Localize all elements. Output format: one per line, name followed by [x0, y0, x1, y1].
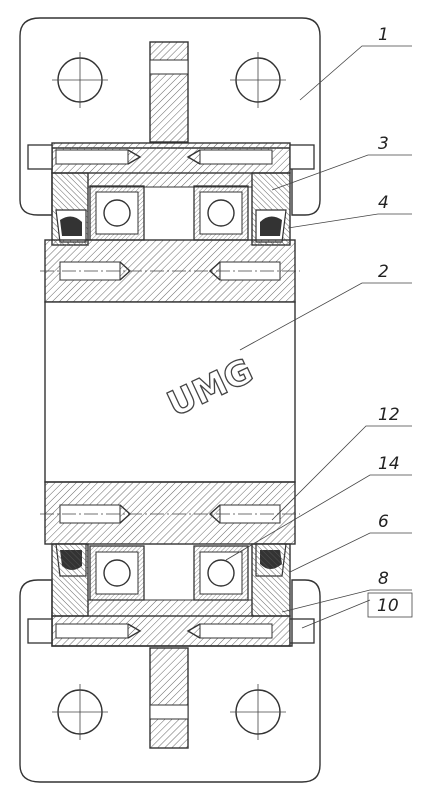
- callout-4: 4: [378, 193, 389, 213]
- callout-12: 12: [378, 405, 400, 425]
- top-bearing-left: [89, 185, 145, 241]
- bottom-mounting-plate: [19, 579, 321, 783]
- callout-8: 8: [378, 569, 389, 589]
- callout-1: 1: [378, 25, 389, 45]
- callout-6: 6: [378, 512, 389, 532]
- bottom-housing: [27, 543, 315, 647]
- central-shaft: [44, 301, 296, 483]
- bottom-bearing-right: [193, 545, 249, 601]
- top-seals: [55, 209, 287, 243]
- leader-lines: [225, 45, 413, 629]
- top-axle-sleeve: [40, 239, 300, 303]
- bottom-axle-sleeve: [40, 481, 300, 545]
- bottom-bearing-left: [89, 545, 145, 601]
- callout-2: 2: [378, 262, 389, 282]
- top-bearing-right: [193, 185, 249, 241]
- callout-3: 3: [378, 134, 389, 154]
- top-rib: [149, 41, 189, 143]
- callout-10: 10: [377, 596, 399, 616]
- callout-14: 14: [378, 454, 400, 474]
- bottom-rib: [149, 647, 189, 749]
